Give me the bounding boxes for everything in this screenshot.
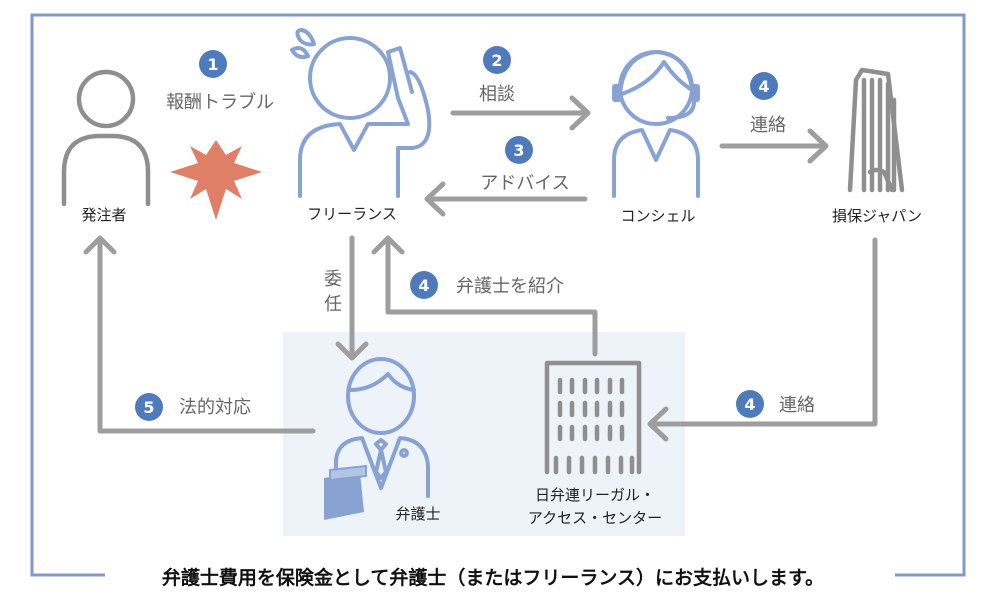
contact-insurer-arrow (719, 128, 829, 164)
legal-action-arrow (83, 235, 316, 434)
advice-arrow (424, 181, 588, 217)
insurer-label: 損保ジャパン (832, 207, 922, 225)
step-2-badge: 2 (483, 46, 511, 74)
burst-icon (170, 140, 262, 220)
step-4-contact-label: 連絡 (750, 115, 786, 136)
client-label: 発注者 (81, 206, 126, 224)
contact-center-arrow (647, 237, 878, 442)
footer-gap (105, 560, 895, 596)
entrust-label-1: 委 (324, 269, 342, 290)
step-3-badge: 3 (505, 136, 533, 164)
svg-text:4: 4 (758, 77, 769, 96)
concierge-headset-person-icon (612, 50, 700, 198)
svg-text:4: 4 (418, 276, 429, 295)
lawyer-label: 弁護士 (395, 505, 440, 523)
legal-center-building-icon (544, 360, 642, 475)
svg-text:5: 5 (143, 398, 154, 417)
svg-text:2: 2 (491, 51, 502, 70)
step-4-contact-center-label: 連絡 (779, 395, 815, 416)
entrust-label-2: 任 (324, 294, 342, 315)
legal-center-label-line2: アクセス・センター (528, 509, 662, 527)
freelancer-person-icon (290, 28, 432, 198)
svg-text:4: 4 (744, 395, 755, 414)
step-4-badge: 4 (410, 271, 438, 299)
step-4-introduce-label: 弁護士を紹介 (456, 276, 564, 297)
step-4-badge: 4 (736, 390, 764, 418)
step-2-label: 相談 (479, 84, 515, 105)
svg-text:1: 1 (207, 55, 218, 74)
step-3-label: アドバイス (480, 173, 569, 194)
step-4-badge: 4 (750, 72, 778, 100)
concierge-label: コンシェル (620, 207, 695, 225)
freelancer-label: フリーランス (307, 205, 397, 223)
introduce-lawyer-arrow (371, 235, 598, 357)
consult-arrow (450, 95, 591, 131)
step-1-label: 報酬トラブル (166, 91, 274, 113)
legal-center-label-line1: 日弁連リーガル・ (535, 486, 655, 504)
footer-text: 弁護士費用を保険金として弁護士（またはフリーランス）にお支払いします。 (162, 566, 824, 589)
svg-text:3: 3 (513, 141, 524, 160)
entrust-arrow (335, 235, 369, 361)
insurer-building-icon (847, 67, 905, 193)
step-5-badge: 5 (135, 393, 163, 421)
lawyer-person-icon (324, 357, 430, 520)
step-5-label: 法的対応 (179, 397, 251, 418)
step-1-badge: 1 (199, 50, 227, 78)
client-person-icon (61, 69, 151, 207)
